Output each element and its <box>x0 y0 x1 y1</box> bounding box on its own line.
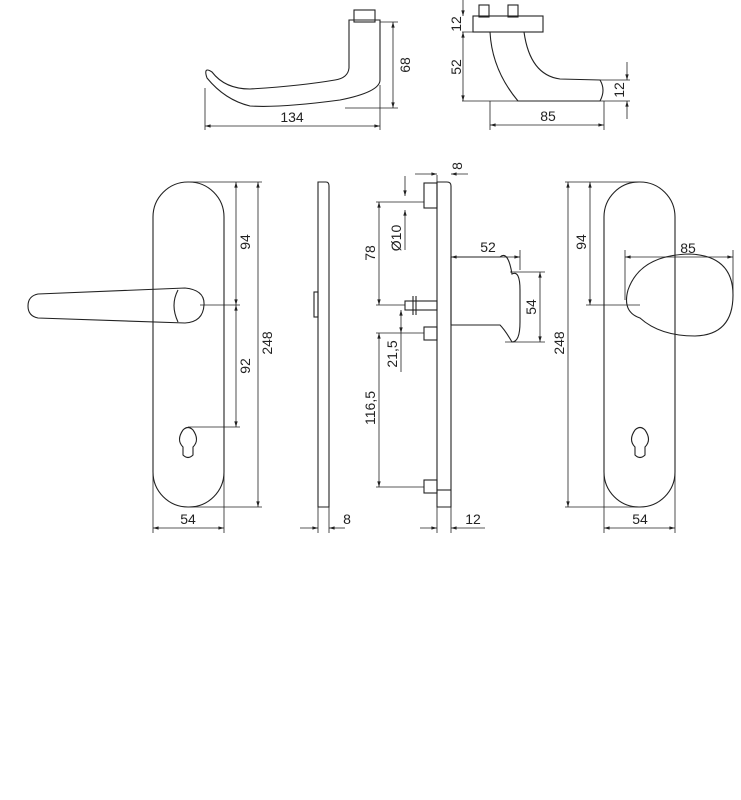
knob-side <box>451 254 521 343</box>
dim-54-right: 54 <box>632 511 648 527</box>
dim-12-base: 12 <box>465 511 481 527</box>
front-lever-plate: 94 92 248 54 <box>27 181 275 533</box>
top-lever-view: 68 134 <box>204 9 413 130</box>
lever-profile <box>205 19 381 107</box>
dim-12-rose: 12 <box>448 16 464 32</box>
side-plate: 8 <box>300 181 351 533</box>
dim-52: 52 <box>448 59 464 75</box>
dim-52-side: 52 <box>480 239 496 255</box>
side-knob-view: 8 78 Ø10 52 54 21,5 116,5 12 <box>362 162 545 533</box>
rose-base <box>472 15 544 33</box>
keyhole <box>630 426 650 459</box>
dim-68: 68 <box>397 57 413 73</box>
dim-78: 78 <box>362 245 378 261</box>
dim-54-knob: 54 <box>523 299 539 315</box>
front-knob-plate: 94 248 85 54 <box>551 181 734 533</box>
dim-94-right: 94 <box>573 234 589 250</box>
dim-116-5: 116,5 <box>362 391 378 425</box>
dim-54-left: 54 <box>180 511 196 527</box>
dim-21-5: 21,5 <box>384 340 400 367</box>
dim-85-front: 85 <box>680 240 696 256</box>
spindle-stub <box>353 9 376 23</box>
spindle <box>404 300 438 311</box>
dim-248-right: 248 <box>551 331 567 355</box>
dim-8-plate: 8 <box>449 162 465 170</box>
lever-handle <box>27 287 205 324</box>
top-knob-view: 12 52 12 85 <box>448 0 630 130</box>
dim-12-grip: 12 <box>611 82 627 98</box>
dim-diameter-10: Ø10 <box>388 225 404 252</box>
dim-8-side: 8 <box>343 511 351 527</box>
dim-94-left: 94 <box>237 234 253 250</box>
knob-front <box>625 253 734 337</box>
keyhole <box>178 426 198 459</box>
dim-92: 92 <box>237 358 253 374</box>
dim-85-top: 85 <box>540 108 556 124</box>
knob-profile <box>489 31 604 102</box>
dim-248-left: 248 <box>259 331 275 355</box>
dim-134: 134 <box>280 109 304 125</box>
